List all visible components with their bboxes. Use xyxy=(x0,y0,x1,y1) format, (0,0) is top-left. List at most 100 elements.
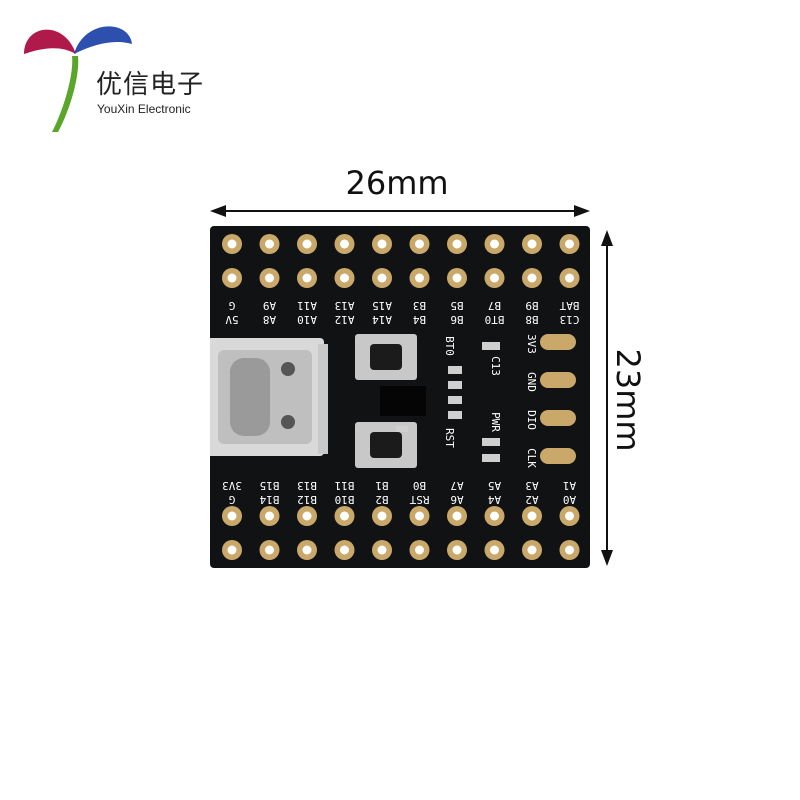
pin-hole xyxy=(452,511,462,521)
pin-hole xyxy=(340,545,349,555)
pin-label-bottom: A7 xyxy=(450,479,463,492)
pin-hole xyxy=(227,545,237,555)
pin-hole xyxy=(265,545,274,555)
pin-label-top-row2: B8 xyxy=(525,313,538,326)
pin-label-top: BAT xyxy=(559,299,579,312)
pin-hole xyxy=(377,239,387,249)
pin-label-top-row2: A14 xyxy=(372,313,392,326)
boot-button-label: BT0 xyxy=(443,336,456,356)
pin-label-bottom: A3 xyxy=(525,479,538,492)
pin-label-top-row2: B6 xyxy=(450,313,463,326)
pin-label-bottom-row2: A4 xyxy=(488,493,502,506)
pin-label-bottom-row2: B14 xyxy=(259,493,279,506)
smd-components xyxy=(396,342,500,462)
pin-label-top-row2: A12 xyxy=(335,313,355,326)
pin-hole xyxy=(527,239,537,249)
pin-hole xyxy=(527,511,537,521)
pin-hole xyxy=(415,239,424,249)
pin-label-top: A11 xyxy=(297,299,317,312)
pin-label-bottom-row2: A2 xyxy=(525,493,538,506)
pin-hole xyxy=(452,239,462,249)
pin-label-top-row2: A10 xyxy=(297,313,317,326)
pin-hole xyxy=(340,511,349,521)
pin-label-bottom: 3V3 xyxy=(222,479,242,492)
pin-hole xyxy=(377,273,387,283)
pin-hole xyxy=(302,239,312,249)
swd-label: DIO xyxy=(525,410,538,430)
width-dimension-label: 26mm xyxy=(345,164,449,202)
regulator-chip xyxy=(380,386,426,416)
pin-label-top-row2: C13 xyxy=(560,313,580,326)
pin-hole xyxy=(527,273,537,283)
pcb-board: G A9 A11 A13 A15 B3 B5 B7 B9 BAT 5V A8 A10 A12 A14 B4 B6… xyxy=(210,226,590,568)
pin-hole xyxy=(565,273,574,283)
pin-label-bottom-row2: B2 xyxy=(375,493,388,506)
pin-label-top-row2: B4 xyxy=(413,313,427,326)
pin-hole xyxy=(565,545,574,555)
pin-label-top-row2: A8 xyxy=(263,313,276,326)
pin-hole xyxy=(265,239,274,249)
pin-hole xyxy=(377,545,387,555)
pin-hole xyxy=(265,273,274,283)
height-arrow-top-head xyxy=(601,230,613,246)
pin-hole xyxy=(565,239,574,249)
brand-name-en: YouXin Electronic xyxy=(97,102,191,116)
pin-hole xyxy=(415,545,424,555)
pin-hole xyxy=(527,545,537,555)
pin-label-bottom: B1 xyxy=(375,479,388,492)
pin-label-top-row2: 5V xyxy=(225,313,239,326)
pin-label-top: A15 xyxy=(372,299,392,312)
pin-label-bottom: B11 xyxy=(335,479,355,492)
pin-label-bottom: A1 xyxy=(563,479,576,492)
boot-button xyxy=(355,334,417,380)
pin-hole xyxy=(490,273,499,283)
pin-hole xyxy=(452,273,462,283)
pin-header-pads xyxy=(222,234,580,560)
pin-hole xyxy=(302,511,312,521)
pin-hole xyxy=(415,273,424,283)
height-arrow-bottom-head xyxy=(601,550,613,566)
swd-label: GND xyxy=(525,372,538,392)
brand-name-cn: 优信电子 xyxy=(96,70,205,100)
pin-label-top-row2: BT0 xyxy=(485,313,505,326)
pin-label-top: B7 xyxy=(488,299,501,312)
pin-label-bottom: B15 xyxy=(260,479,280,492)
pin-hole xyxy=(415,511,424,521)
pin-label-top: B9 xyxy=(525,299,538,312)
led-label-pwr: PWR xyxy=(489,412,502,432)
swd-label: 3V3 xyxy=(525,334,538,354)
pin-hole xyxy=(340,273,349,283)
pin-label-bottom-row2: RST xyxy=(409,493,429,506)
pin-hole xyxy=(227,511,237,521)
pin-hole xyxy=(265,511,274,521)
pin-hole xyxy=(452,545,462,555)
pin-label-bottom: B0 xyxy=(413,479,426,492)
pin-hole xyxy=(377,511,387,521)
width-arrow-right-head xyxy=(574,205,590,217)
pin-label-bottom-row2: B10 xyxy=(335,493,355,506)
pin-hole xyxy=(227,273,237,283)
pin-label-bottom-row2: B12 xyxy=(297,493,317,506)
pin-hole xyxy=(302,545,312,555)
pin-label-bottom-row2: A0 xyxy=(563,493,576,506)
pin-label-top: A13 xyxy=(335,299,355,312)
pin-hole xyxy=(340,239,349,249)
width-arrow-left-head xyxy=(210,205,226,217)
pin-hole xyxy=(490,511,499,521)
pin-hole xyxy=(565,511,574,521)
swd-pads xyxy=(540,334,576,464)
reset-button-label: RST xyxy=(443,428,456,448)
pin-hole xyxy=(490,545,499,555)
reset-button xyxy=(355,422,417,468)
pin-label-top: A9 xyxy=(263,299,276,312)
pin-label-top: B5 xyxy=(450,299,463,312)
pin-label-top: G xyxy=(229,299,236,312)
pin-label-bottom-row2: G xyxy=(229,493,236,506)
pin-hole xyxy=(490,239,499,249)
usb-c-connector xyxy=(210,338,328,456)
pin-label-bottom: B13 xyxy=(297,479,317,492)
swd-label: CLK xyxy=(525,448,538,468)
led-label-c13: C13 xyxy=(489,356,502,376)
pin-label-bottom-row2: A6 xyxy=(450,493,463,506)
pin-label-top: B3 xyxy=(413,299,426,312)
